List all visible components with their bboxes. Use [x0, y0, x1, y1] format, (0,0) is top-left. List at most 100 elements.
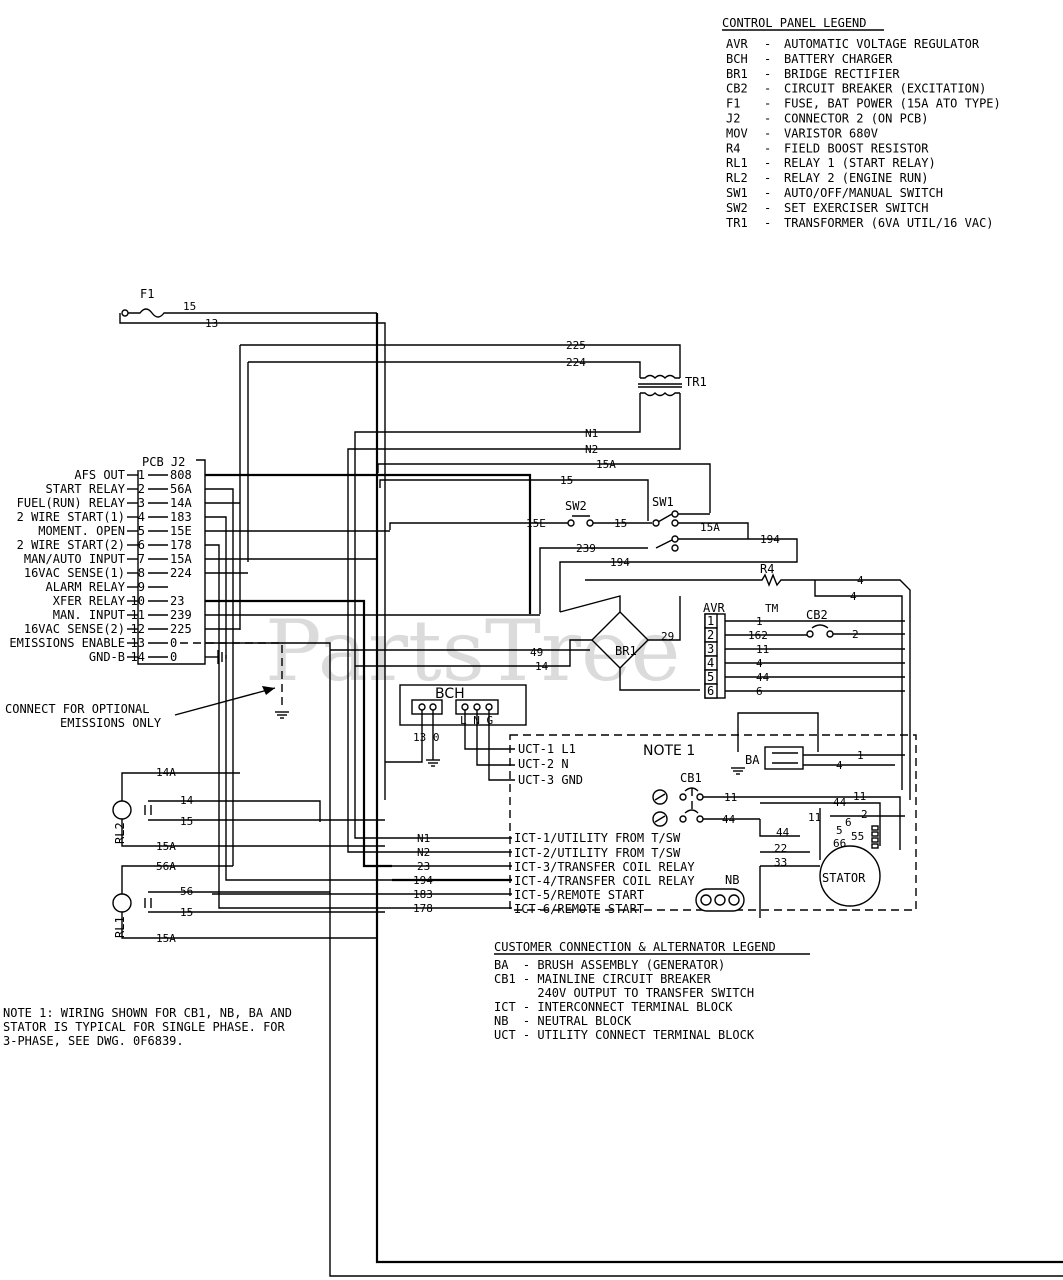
note1-line: 3-PHASE, SEE DWG. 0F6839. — [3, 1034, 184, 1048]
avr-terminal-wire: 4 — [756, 657, 763, 670]
pcb-pin-label: 16VAC SENSE(2) — [24, 622, 125, 636]
pcb-pin-label: MAN/AUTO INPUT — [24, 552, 125, 566]
fuse-f1: F1 15 13 — [119, 287, 377, 330]
rl2-14-label: 14 — [180, 794, 194, 807]
wire-29-label: 29 — [661, 630, 674, 643]
note1-box-label: NOTE 1 — [643, 743, 695, 759]
stator-5-label: 5 — [836, 824, 843, 837]
legend-desc: BATTERY CHARGER — [784, 52, 893, 66]
control-panel-legend: CONTROL PANEL LEGEND AVR-AUTOMATIC VOLTA… — [722, 16, 1001, 230]
emissions-only-label: EMISSIONS ONLY — [60, 716, 162, 730]
pcb-pin-wire: 14A — [170, 496, 192, 510]
pcb-pin-number: 9 — [138, 580, 145, 594]
customer-legend-line: CB1 - MAINLINE CIRCUIT BREAKER — [494, 972, 712, 986]
ict2-label: ICT-2/UTILITY FROM T/SW — [514, 846, 681, 860]
pcb-pin-label: ALARM RELAY — [46, 580, 126, 594]
legend-code: MOV — [726, 126, 748, 140]
legend-code: RL2 — [726, 171, 748, 185]
customer-legend-line: ICT - INTERCONNECT TERMINAL BLOCK — [494, 1000, 733, 1014]
wire-49-label: 49 — [530, 646, 543, 659]
wire-224-label: 224 — [566, 356, 586, 369]
switch-sw2: SW2 — [565, 499, 594, 527]
customer-legend-line: NB - NEUTRAL BLOCK — [494, 1014, 632, 1028]
tr1-label: TR1 — [685, 375, 707, 389]
rl2-14a-label: 14A — [156, 766, 176, 779]
pcb-pin-label: XFER RELAY — [53, 594, 126, 608]
avr-label: AVR — [703, 601, 725, 615]
stator-33-label: 33 — [774, 856, 787, 869]
legend-dash: - — [764, 37, 771, 51]
uct2-label: UCT-2 N — [518, 757, 569, 771]
stator-2-label: 2 — [861, 808, 868, 821]
stator-11-label: 11 — [853, 790, 866, 803]
ict-wire-n1: N1 — [417, 832, 430, 845]
wire-n2-label: N2 — [585, 443, 598, 456]
bch-13-0-label: 13 0 — [413, 731, 440, 744]
cb1-wire-11-label: 11 — [724, 791, 737, 804]
battery-charger-bch: BCH L N G 13 0 — [385, 684, 527, 781]
rl1-label: RL1 — [113, 916, 127, 938]
avr-terminal-number: 4 — [707, 656, 714, 670]
pcb-pin-number: 1 — [138, 468, 145, 482]
avr-terminal-wire: 44 — [756, 671, 770, 684]
bridge-rectifier-br1: BR1 29 49 14 — [330, 595, 700, 691]
legend-desc: RELAY 2 (ENGINE RUN) — [784, 171, 929, 185]
avr-terminal-number: 5 — [707, 670, 714, 684]
cb2-out-label: 2 — [852, 628, 859, 641]
uct3-label: UCT-3 GND — [518, 773, 583, 787]
rl2-label: RL2 — [113, 822, 127, 844]
legend-desc: AUTO/OFF/MANUAL SWITCH — [784, 186, 943, 200]
wire-15-label: 15 — [183, 300, 196, 313]
pcb-pin-wire: 808 — [170, 468, 192, 482]
switch-sw1: SW1 15A 194 239 194 — [539, 495, 798, 614]
legend-desc: CONNECTOR 2 (ON PCB) — [784, 112, 929, 126]
customer-legend-line: UCT - UTILITY CONNECT TERMINAL BLOCK — [494, 1028, 755, 1042]
legend-code: CB2 — [726, 82, 748, 96]
legend-dash: - — [764, 82, 771, 96]
wire-225-label: 225 — [566, 339, 586, 352]
legend-code: J2 — [726, 112, 740, 126]
legend-code: SW1 — [726, 186, 748, 200]
relay-rl1: RL1 56A 15A 56 15 — [112, 860, 385, 945]
pcb-pin-wire: 178 — [170, 538, 192, 552]
pcb-pin-label: 2 WIRE START(2) — [17, 538, 125, 552]
legend-code: RL1 — [726, 156, 748, 170]
wire-15-sw2-label: 15 — [614, 517, 627, 530]
legend-desc: RELAY 1 (START RELAY) — [784, 156, 936, 170]
legend-code: TR1 — [726, 216, 748, 230]
bch-label: BCH — [435, 686, 465, 702]
stator-6-label: 6 — [845, 816, 852, 829]
legend-code: F1 — [726, 97, 740, 111]
wire-4a-label: 4 — [857, 574, 864, 587]
avr-terminal-wire: 1 — [756, 615, 763, 628]
legend-desc: AUTOMATIC VOLTAGE REGULATOR — [784, 37, 980, 51]
cb1-label: CB1 — [680, 771, 702, 785]
pcb-pin-label: MAN. INPUT — [53, 608, 125, 622]
stator: STATOR 44 11 44 11 2 6 5 55 66 22 33 — [759, 790, 905, 918]
wire-194b-label: 194 — [610, 556, 630, 569]
wire-239-label: 239 — [576, 542, 596, 555]
pcb-pin-wire: 15E — [170, 524, 192, 538]
uct1-label: UCT-1 L1 — [518, 742, 576, 756]
pcb-pin-number: 2 — [138, 482, 145, 496]
pcb-pin-wire: 0 — [170, 636, 177, 650]
stator-11b-label: 11 — [808, 811, 821, 824]
legend-desc: FIELD BOOST RESISTOR — [784, 141, 929, 155]
pcb-pin-number: 5 — [138, 524, 145, 538]
pcb-pin-wire: 183 — [170, 510, 192, 524]
pcb-pin-label: START RELAY — [46, 482, 126, 496]
ict-wire-194: 194 — [413, 874, 433, 887]
legend-dash: - — [764, 216, 771, 230]
watermark-tm: TM — [765, 602, 779, 615]
utility-connect-terminals: UCT-1 L1 UCT-2 N UCT-3 GND — [518, 742, 583, 787]
rl1-56a-label: 56A — [156, 860, 176, 873]
legend-dash: - — [764, 141, 771, 155]
mainline-breaker-cb1: CB1 11 44 — [652, 771, 880, 827]
legend-title: CONTROL PANEL LEGEND — [722, 16, 867, 30]
wire-4b-label: 4 — [850, 590, 857, 603]
pcb-pin-wire: 239 — [170, 608, 192, 622]
legend-code: AVR — [726, 37, 748, 51]
brush-assembly-ba: BA 1 4 — [731, 712, 905, 775]
pcb-pin-label: EMISSIONS ENABLE — [9, 636, 125, 650]
